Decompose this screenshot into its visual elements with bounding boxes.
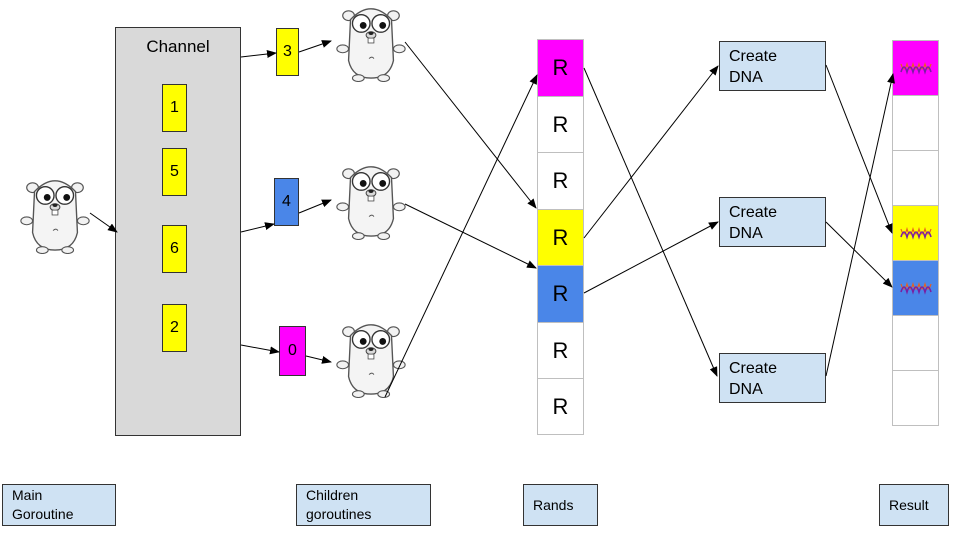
channel-item: 1: [162, 84, 187, 132]
arrow: [825, 73, 895, 377]
result-column: [892, 40, 939, 426]
rand-cell: R: [537, 39, 584, 97]
arrow: [89, 212, 118, 233]
arrow: [583, 221, 719, 294]
rand-cell: R: [537, 378, 584, 435]
create-dna-box: Create DNA: [719, 353, 826, 403]
channel-item: 2: [162, 304, 187, 352]
rand-cell: R: [537, 152, 584, 210]
arrow: [240, 344, 280, 355]
result-cell: [892, 205, 939, 261]
children-goroutines-label: Children goroutines: [296, 484, 431, 526]
arrow: [825, 221, 893, 288]
result-cell: [892, 260, 939, 316]
arrow: [404, 41, 537, 209]
rand-cell: R: [537, 265, 584, 323]
arrow: [825, 64, 893, 234]
dna-helix-icon: [899, 61, 932, 75]
arrow: [404, 203, 537, 269]
arrow: [240, 222, 275, 233]
rand-cell: R: [537, 209, 584, 266]
result-cell: [892, 150, 939, 206]
result-cell: [892, 370, 939, 426]
dna-helix-icon: [899, 281, 932, 295]
arrow: [305, 355, 332, 364]
rand-cell: R: [537, 322, 584, 379]
main-goroutine-label: Main Goroutine: [2, 484, 116, 526]
rands-label: Rands: [523, 484, 598, 526]
create-dna-box: Create DNA: [719, 197, 826, 247]
result-cell: [892, 40, 939, 96]
arrow: [583, 65, 719, 239]
in-flight-value: 0: [279, 326, 306, 376]
channel-item: 6: [162, 225, 187, 273]
arrow: [240, 50, 277, 58]
in-flight-value: 4: [274, 178, 299, 226]
rands-column: R R R R R R R: [537, 39, 584, 435]
create-dna-box: Create DNA: [719, 41, 826, 91]
channel-title: Channel: [146, 37, 210, 56]
arrow: [298, 199, 332, 214]
channel-item: 5: [162, 148, 187, 196]
arrow: [583, 67, 718, 377]
arrow: [298, 40, 332, 53]
arrow: [384, 74, 538, 398]
rand-cell: R: [537, 96, 584, 153]
dna-helix-icon: [899, 226, 932, 240]
result-cell: [892, 95, 939, 151]
result-label: Result: [879, 484, 949, 526]
